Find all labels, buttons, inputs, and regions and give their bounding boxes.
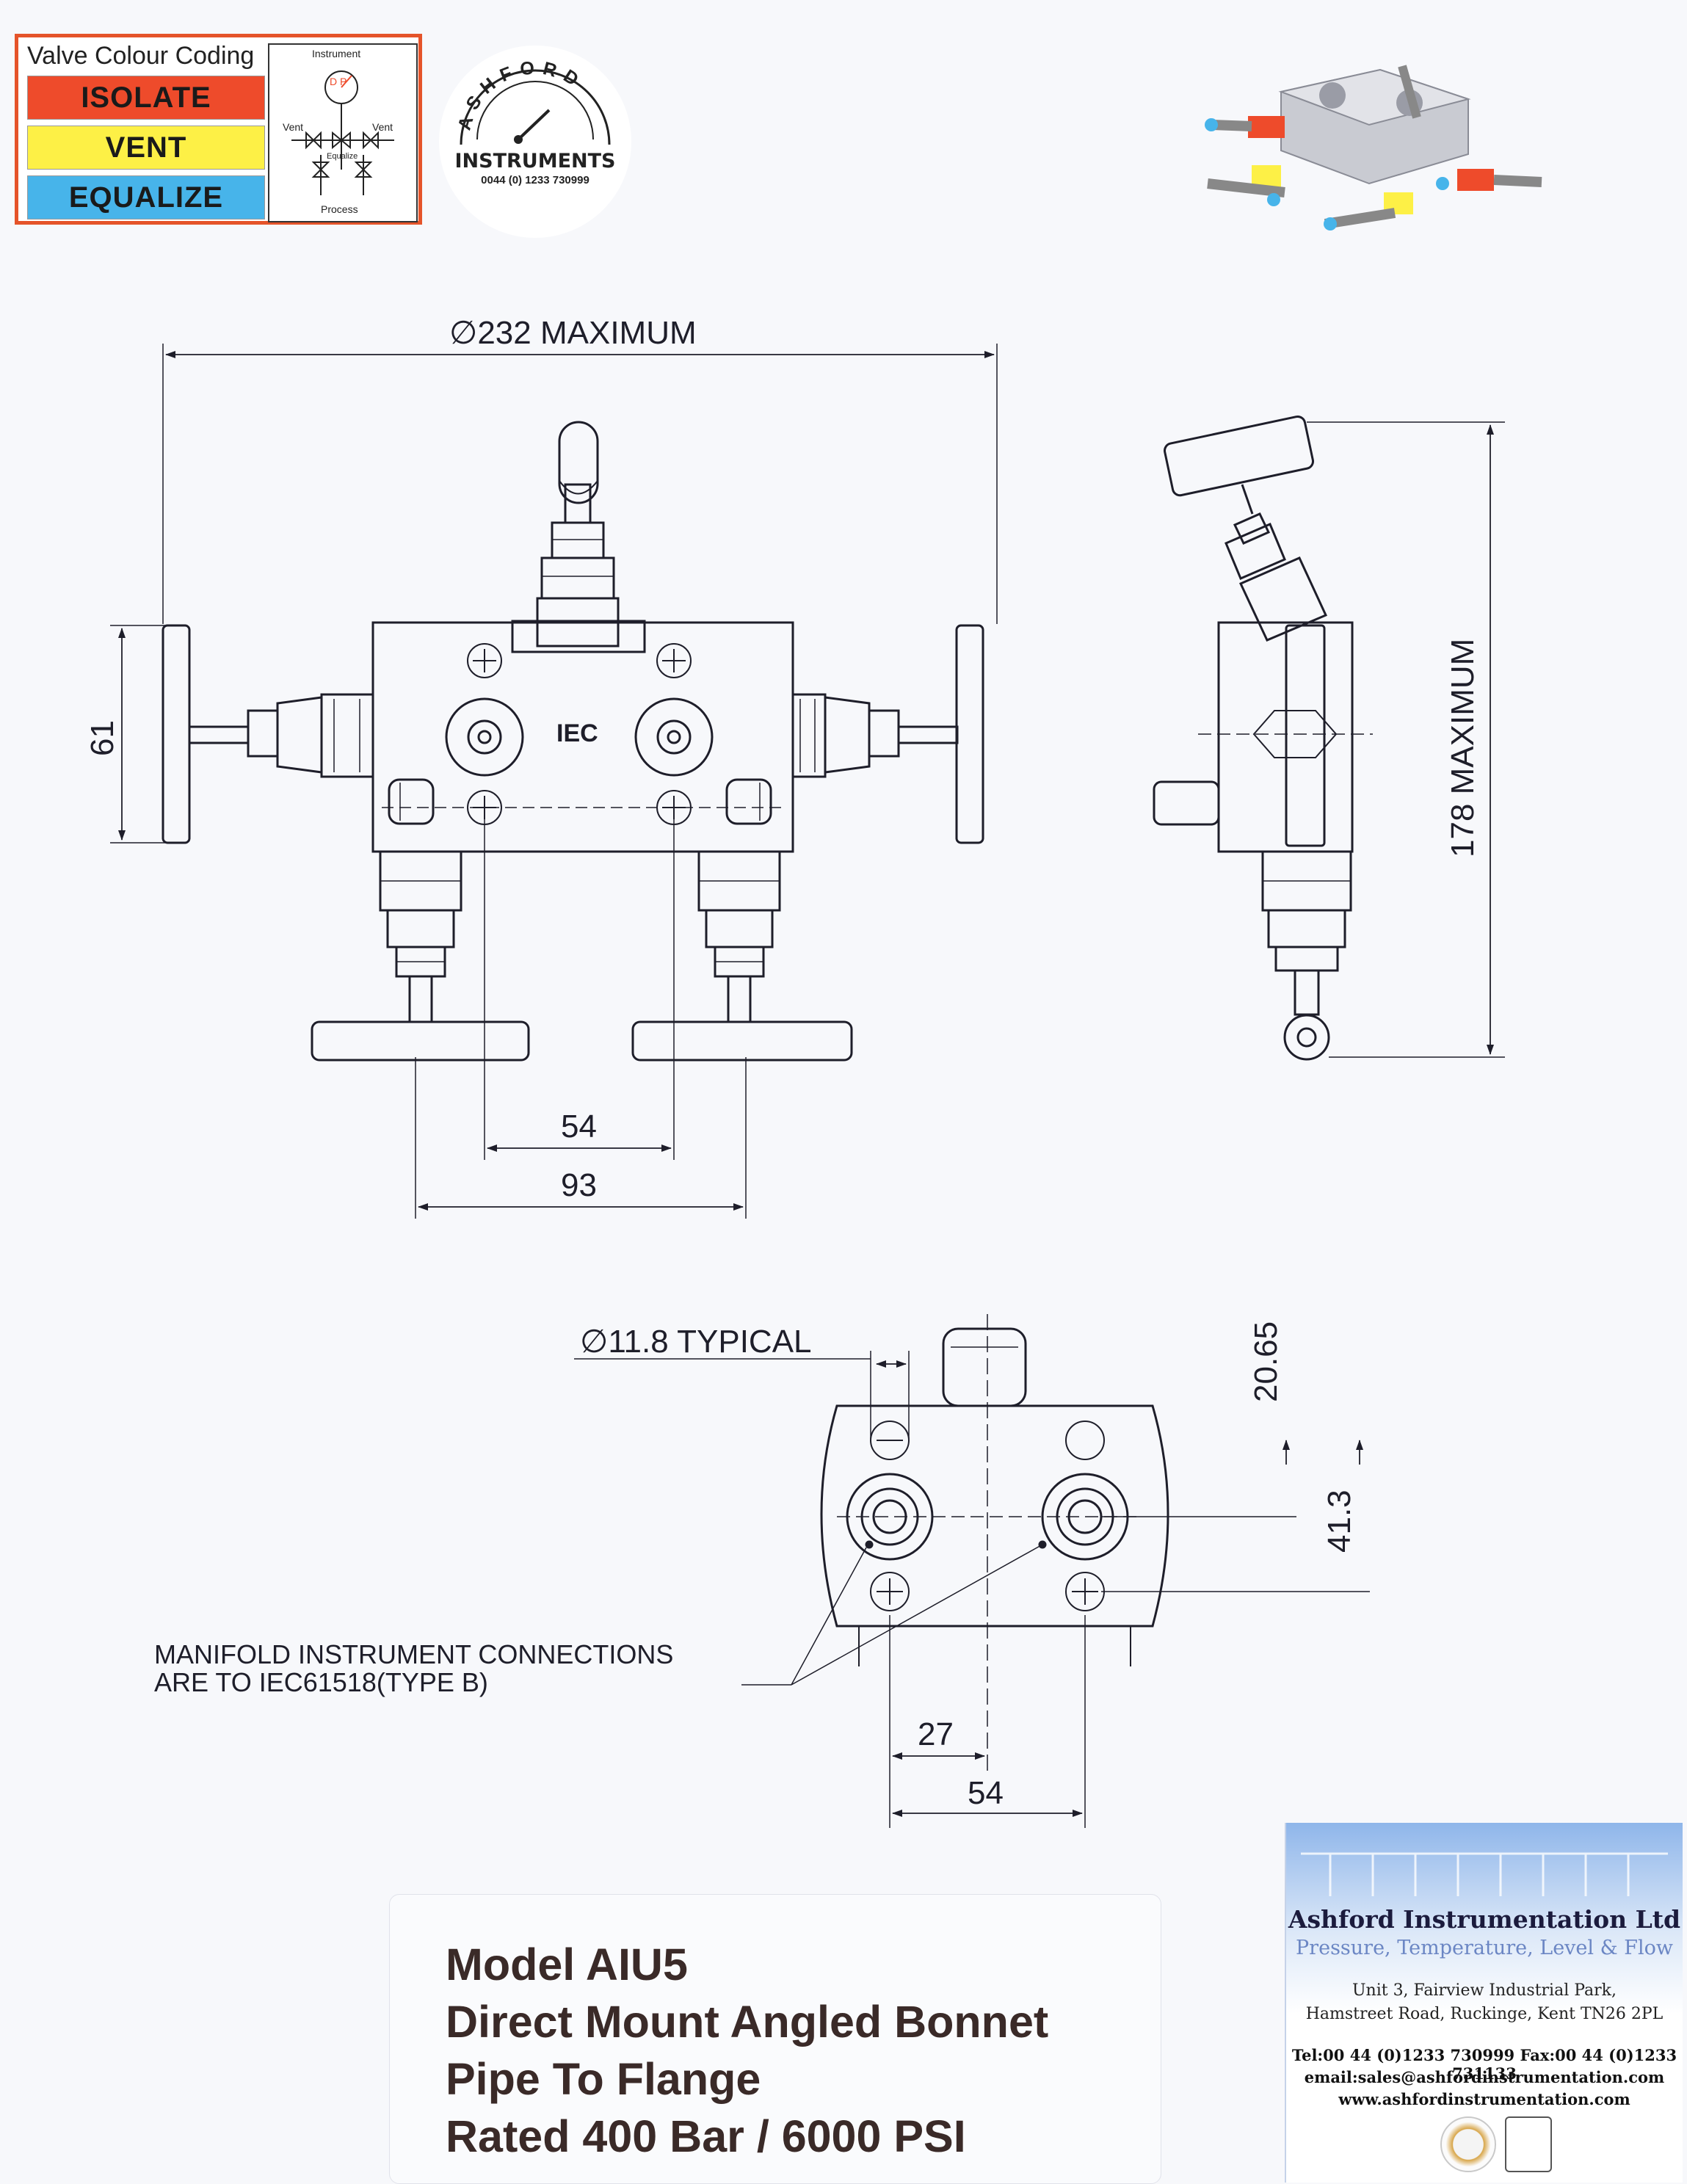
dim-54-front: 54 [561, 1109, 597, 1144]
manifold-3d-render [1205, 65, 1542, 231]
title-line-2: Direct Mount Angled Bonnet [446, 1997, 1049, 2047]
schematic-instrument-label: Instrument [312, 48, 361, 59]
connection-note: MANIFOLD INSTRUMENT CONNECTIONS ARE TO I… [154, 1641, 673, 1697]
model-title: Model AIU5 [446, 1940, 688, 1989]
dim-overall-height: 178 MAXIMUM [1445, 638, 1481, 857]
valve-schematic: Instrument D P Vent Vent Equalize Proces… [268, 43, 418, 222]
dim-41-3: 41.3 [1321, 1490, 1357, 1553]
label-iec: IEC [556, 719, 598, 747]
svg-text:ASHFORD: ASHFORD [454, 57, 588, 132]
company-block: Ashford Instrumentation Ltd Pressure, Te… [1285, 1823, 1683, 2183]
company-web: www.ashfordinstrumentation.com [1338, 2090, 1630, 2108]
note-line-1: MANIFOLD INSTRUMENT CONNECTIONS [154, 1639, 674, 1669]
dim-20-65: 20.65 [1248, 1321, 1284, 1402]
company-address-2: Hamstreet Road, Ruckinge, Kent TN26 2PL [1305, 2005, 1664, 2023]
legend-title: Valve Colour Coding [27, 42, 255, 70]
company-address-1: Unit 3, Fairview Industrial Park, [1352, 1981, 1617, 2000]
legend-vent: VENT [27, 126, 265, 170]
schematic-vent-left: Vent [283, 121, 304, 133]
schematic-dp-label: D P [330, 76, 347, 87]
company-name: Ashford Instrumentation Ltd [1288, 1905, 1681, 1934]
dim-height-61: 61 [84, 720, 120, 756]
dim-54-flange: 54 [968, 1775, 1004, 1811]
note-line-2: ARE TO IEC61518(TYPE B) [154, 1667, 488, 1697]
sgs-certification-icon [1440, 2116, 1496, 2172]
front-view [110, 344, 998, 1219]
legend-equalize: EQUALIZE [27, 175, 265, 220]
company-banner-graphic [1301, 1852, 1668, 1896]
dim-overall-width: ∅232 MAXIMUM [449, 315, 697, 351]
dim-27: 27 [918, 1716, 954, 1752]
logo-phone: 0044 (0) 1233 730999 [481, 174, 589, 186]
legend-isolate: ISOLATE [27, 76, 265, 120]
title-block: Model AIU5 Direct Mount Angled Bonnet Pi… [389, 1894, 1161, 2184]
dim-bore: ∅11.8 TYPICAL [580, 1324, 812, 1360]
company-email: email:sales@ashfordinstrumentation.com [1304, 2068, 1665, 2086]
schematic-equalize-label: Equalize [327, 152, 358, 161]
valve-colour-legend: Valve Colour Coding ISOLATE VENT EQUALIZ… [15, 34, 422, 225]
company-phone: Tel:00 44 (0)1233 730999 Fax:00 44 (0)12… [1291, 2046, 1677, 2083]
title-line-4: Rated 400 Bar / 6000 PSI [446, 2111, 966, 2161]
ashford-instruments-logo: ASHFORD INSTRUMENTS 0044 (0) 1233 730999 [439, 46, 631, 238]
title-line-3: Pipe To Flange [446, 2054, 761, 2104]
flange-view [574, 1314, 1370, 1828]
logo-ring-text: ASHFORD [454, 57, 581, 132]
side-view [1153, 415, 1505, 1061]
dim-93-front: 93 [561, 1167, 597, 1203]
logo-name: INSTRUMENTS [454, 150, 616, 173]
ukas-certification-icon [1505, 2116, 1552, 2172]
schematic-process-label: Process [321, 203, 358, 215]
dp-gauge-icon [291, 70, 394, 195]
diameter-icon: ∅ [449, 315, 478, 351]
company-tagline: Pressure, Temperature, Level & Flow [1296, 1937, 1673, 1959]
gauge-dial-icon: ASHFORD [454, 57, 611, 145]
schematic-vent-right: Vent [372, 121, 393, 133]
diameter-icon: ∅ [580, 1324, 609, 1360]
